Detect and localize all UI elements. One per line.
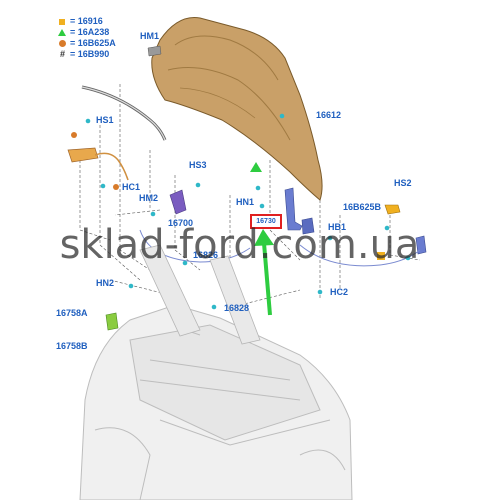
- label-16700[interactable]: 16700: [168, 218, 194, 228]
- label-hn1[interactable]: HN1: [236, 197, 255, 207]
- label-16828[interactable]: 16828: [224, 303, 250, 313]
- hood-latch-parts: [139, 187, 427, 267]
- label-hs1[interactable]: HS1: [96, 115, 114, 125]
- label-hm2[interactable]: HM2: [139, 193, 159, 203]
- green-pointer-arrow: [254, 229, 274, 316]
- label-16b625b[interactable]: 16B625B: [343, 202, 382, 212]
- label-hs3[interactable]: HS3: [189, 160, 207, 170]
- legend-item: = 16A238: [58, 27, 116, 38]
- square-icon: [59, 18, 65, 25]
- label-16758b[interactable]: 16758B: [56, 341, 88, 351]
- hash-icon: #: [59, 49, 65, 59]
- parts-legend: = 16916 = 16A238 = 16B625A # = 16B990: [58, 16, 116, 60]
- legend-text: = 16B990: [70, 49, 110, 59]
- legend-text: = 16B625A: [70, 38, 116, 48]
- triangle-icon: [58, 29, 66, 36]
- vehicle-front-end: [79, 304, 353, 500]
- label-16826[interactable]: 16826: [193, 250, 219, 260]
- fastener-clips: [85, 113, 411, 310]
- hood-panel: [151, 16, 323, 201]
- legend-item: = 16B625A: [58, 38, 116, 49]
- radiator-support: [139, 244, 261, 345]
- legend-text: = 16A238: [70, 27, 110, 37]
- label-16758a[interactable]: 16758A: [56, 308, 88, 318]
- label-hc2[interactable]: HC2: [330, 287, 349, 297]
- highlighted-part-label[interactable]: 16730: [250, 214, 282, 229]
- label-hc1[interactable]: HC1: [122, 182, 141, 192]
- watermark-text: sklad-ford.com.ua: [59, 222, 420, 268]
- label-hs2[interactable]: HS2: [394, 178, 412, 188]
- legend-item: = 16916: [58, 16, 116, 27]
- legend-text: = 16916: [70, 16, 103, 26]
- hood-seal: [81, 85, 167, 141]
- hood-hinge-left: [67, 132, 129, 181]
- label-16612[interactable]: 16612: [316, 110, 342, 120]
- legend-item: # = 16B990: [58, 49, 116, 60]
- label-hn2[interactable]: HN2: [96, 278, 115, 288]
- dot-icon: [59, 40, 66, 47]
- label-hm1[interactable]: HM1: [140, 31, 160, 41]
- label-hb1[interactable]: HB1: [328, 222, 347, 232]
